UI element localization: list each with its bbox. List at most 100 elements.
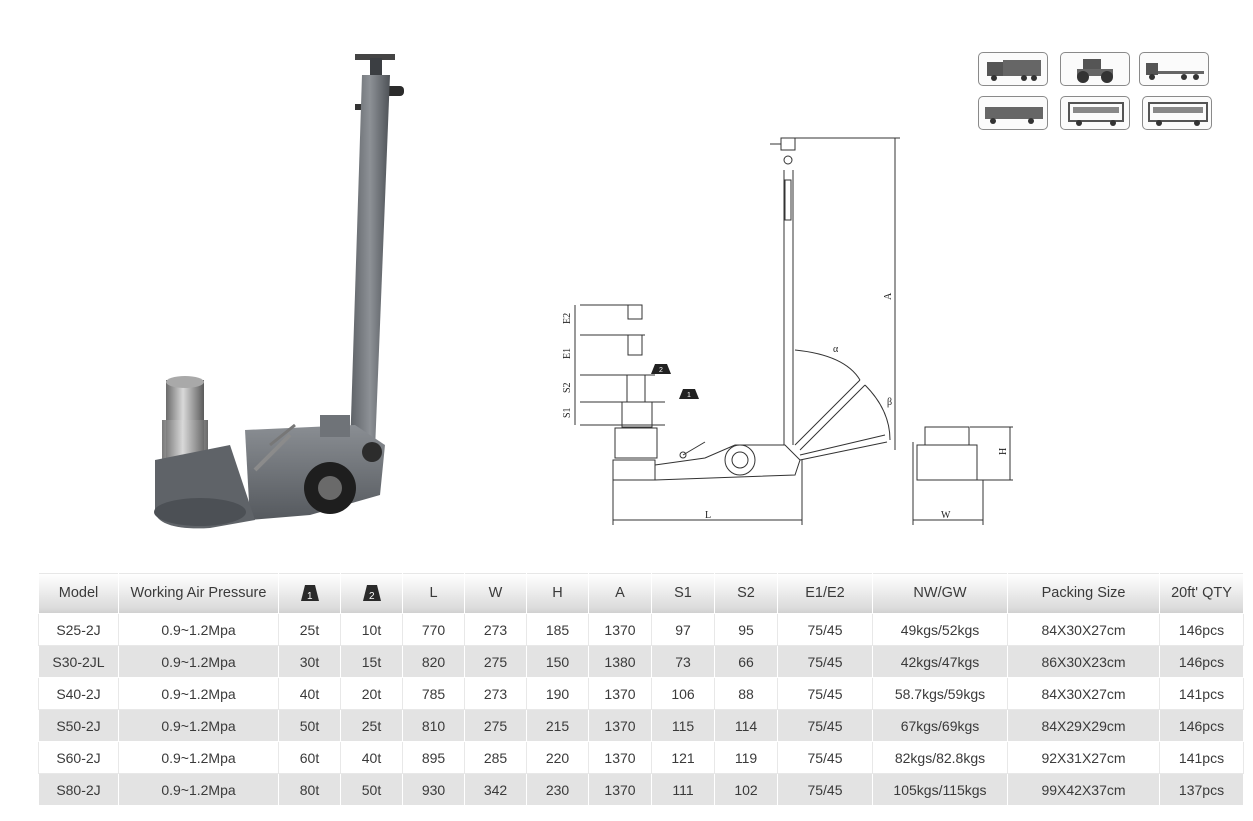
cell-l: 785: [402, 677, 465, 710]
trailer-icon: [1142, 96, 1212, 130]
header-w: W: [464, 572, 527, 614]
cell-w: 275: [464, 709, 527, 742]
label-w: W: [941, 510, 951, 521]
cell-e1e2: 75/45: [777, 613, 873, 646]
header-a: A: [588, 572, 652, 614]
cell-model: S25-2J: [38, 613, 119, 646]
cell-capacity-1: 25t: [278, 613, 341, 646]
cell-qty: 146pcs: [1159, 709, 1244, 742]
cell-w: 342: [464, 773, 527, 806]
label-h: H: [998, 448, 1009, 455]
cell-packing-size: 84X29X29cm: [1007, 709, 1160, 742]
cell-packing-size: 84X30X27cm: [1007, 613, 1160, 646]
cell-w: 285: [464, 741, 527, 774]
label-s1: S1: [562, 407, 573, 418]
cell-s2: 88: [714, 677, 778, 710]
cell-a: 1380: [588, 645, 652, 678]
cell-capacity-1: 80t: [278, 773, 341, 806]
cell-capacity-1: 60t: [278, 741, 341, 774]
cell-packing-size: 84X30X27cm: [1007, 677, 1160, 710]
cell-capacity-2: 10t: [340, 613, 403, 646]
cell-pressure: 0.9~1.2Mpa: [118, 709, 279, 742]
cell-capacity-2: 25t: [340, 709, 403, 742]
header-packing-size: Packing Size: [1007, 572, 1160, 614]
cell-capacity-1: 30t: [278, 645, 341, 678]
cell-pressure: 0.9~1.2Mpa: [118, 773, 279, 806]
cell-pressure: 0.9~1.2Mpa: [118, 613, 279, 646]
header-h: H: [526, 572, 589, 614]
label-beta: β: [887, 397, 892, 408]
cell-l: 930: [402, 773, 465, 806]
label-e1: E1: [562, 348, 573, 359]
cell-h: 185: [526, 613, 589, 646]
cell-packing-size: 86X30X23cm: [1007, 645, 1160, 678]
cell-model: S40-2J: [38, 677, 119, 710]
cell-a: 1370: [588, 741, 652, 774]
svg-text:1: 1: [687, 392, 691, 399]
label-e2: E2: [562, 313, 573, 324]
cell-qty: 146pcs: [1159, 645, 1244, 678]
cell-qty: 141pcs: [1159, 677, 1244, 710]
cell-capacity-2: 15t: [340, 645, 403, 678]
cell-e1e2: 75/45: [777, 741, 873, 774]
cell-s1: 111: [651, 773, 715, 806]
technical-drawing: E2 E1 S2 S1 A α β L H W 2 1: [562, 137, 1013, 525]
cell-capacity-2: 40t: [340, 741, 403, 774]
cell-s1: 106: [651, 677, 715, 710]
handle-grip: [355, 54, 395, 60]
cell-h: 230: [526, 773, 589, 806]
cell-pressure: 0.9~1.2Mpa: [118, 677, 279, 710]
cell-e1e2: 75/45: [777, 709, 873, 742]
label-alpha: α: [833, 344, 839, 355]
cell-capacity-1: 50t: [278, 709, 341, 742]
cell-h: 220: [526, 741, 589, 774]
cell-model: S50-2J: [38, 709, 119, 742]
cell-qty: 146pcs: [1159, 613, 1244, 646]
tractor-icon: [1060, 52, 1130, 86]
cell-s2: 95: [714, 613, 778, 646]
cell-s1: 121: [651, 741, 715, 774]
cell-l: 810: [402, 709, 465, 742]
semi-truck-icon: [978, 96, 1048, 130]
cell-a: 1370: [588, 709, 652, 742]
cell-w: 275: [464, 645, 527, 678]
cell-nwgw: 58.7kgs/59kgs: [872, 677, 1008, 710]
vehicle-application-icons: [976, 50, 1212, 134]
cell-l: 770: [402, 613, 465, 646]
flatbed-trailer-icon: [1139, 52, 1209, 86]
cell-s1: 97: [651, 613, 715, 646]
header-e1e2: E1/E2: [777, 572, 873, 614]
cell-pressure: 0.9~1.2Mpa: [118, 741, 279, 774]
header-capacity-2: 2: [340, 572, 403, 614]
cell-model: S30-2JL: [38, 645, 119, 678]
truck-icon: [978, 52, 1048, 86]
cell-a: 1370: [588, 773, 652, 806]
cell-e1e2: 75/45: [777, 645, 873, 678]
cell-s1: 73: [651, 645, 715, 678]
cell-s2: 102: [714, 773, 778, 806]
cell-l: 820: [402, 645, 465, 678]
label-l: L: [705, 510, 711, 521]
cell-nwgw: 42kgs/47kgs: [872, 645, 1008, 678]
cell-qty: 141pcs: [1159, 741, 1244, 774]
cell-capacity-2: 50t: [340, 773, 403, 806]
cell-model: S60-2J: [38, 741, 119, 774]
cell-nwgw: 67kgs/69kgs: [872, 709, 1008, 742]
cell-h: 215: [526, 709, 589, 742]
cell-qty: 137pcs: [1159, 773, 1244, 806]
weight-1-icon: 1: [300, 585, 319, 602]
header-pressure: Working Air Pressure: [118, 572, 279, 614]
cell-s1: 115: [651, 709, 715, 742]
cell-w: 273: [464, 677, 527, 710]
cell-nwgw: 105kgs/115kgs: [872, 773, 1008, 806]
weight-2-icon: 2: [362, 585, 381, 602]
header-l: L: [402, 572, 465, 614]
cell-model: S80-2J: [38, 773, 119, 806]
cell-capacity-2: 20t: [340, 677, 403, 710]
spec-table: Model Working Air Pressure 1 2 L W H A S…: [38, 572, 1244, 806]
cell-pressure: 0.9~1.2Mpa: [118, 645, 279, 678]
